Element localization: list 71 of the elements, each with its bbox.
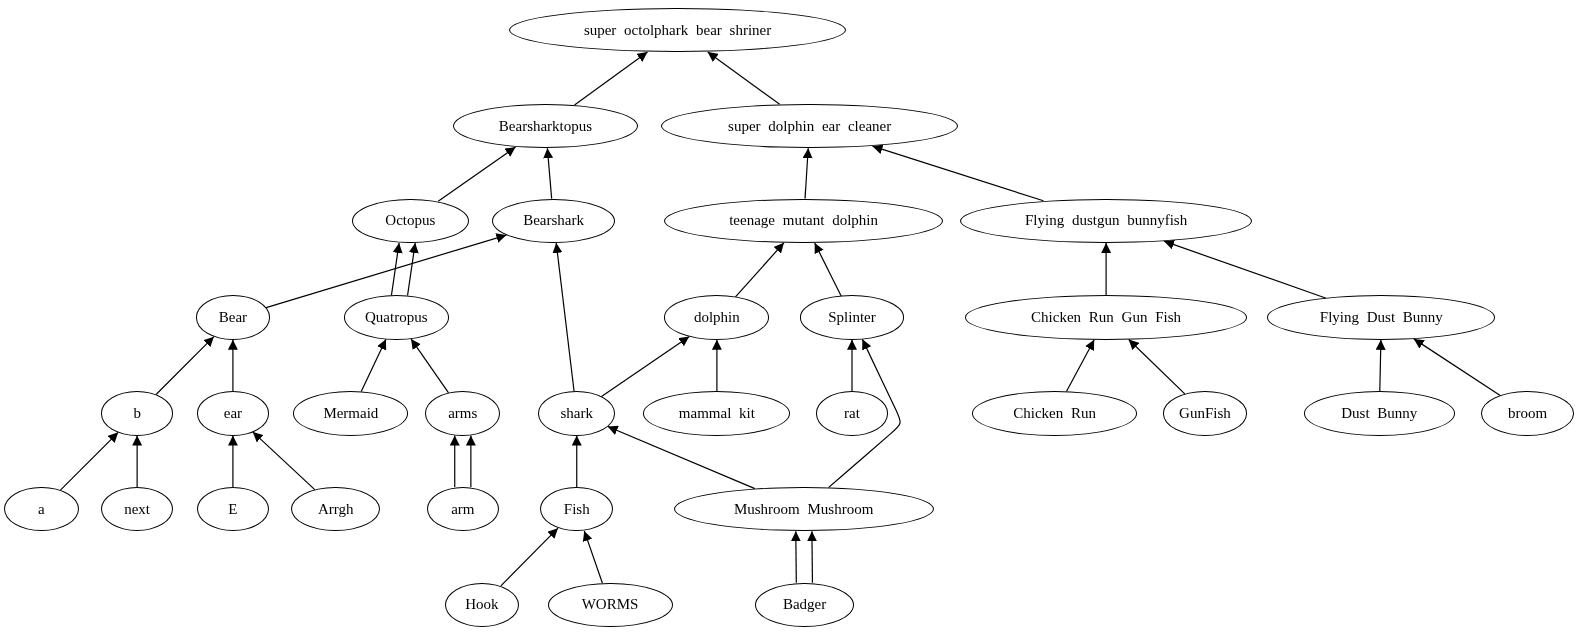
- node-label: Bearsharktopus: [498, 117, 593, 135]
- arrow: [1065, 339, 1095, 393]
- arrow: [807, 530, 817, 584]
- arrow: [227, 339, 238, 392]
- arrow: [449, 434, 460, 488]
- node-label: Flying Dust Bunny: [1319, 309, 1443, 327]
- node-label: E: [228, 500, 238, 518]
- arrow: [814, 242, 842, 297]
- node-label: Bearshark: [523, 212, 584, 230]
- node-label: Chicken Run Gun Fish: [1031, 309, 1182, 327]
- arrow: [573, 51, 649, 106]
- arrow: [571, 434, 582, 488]
- node-label: rat: [844, 404, 860, 422]
- node-label: Splinter: [828, 309, 876, 327]
- arrow: [1128, 338, 1186, 395]
- node-label: super dolphin ear cleaner: [728, 117, 892, 135]
- arrow: [252, 431, 316, 491]
- node-label: WORMS: [581, 596, 639, 614]
- arrow: [552, 242, 575, 392]
- arrow: [227, 434, 238, 488]
- arrow: [1101, 242, 1112, 297]
- arrow: [265, 233, 507, 309]
- arrow: [406, 242, 419, 297]
- node-label: teenage mutant dolphin: [729, 212, 878, 230]
- node-label: arms: [448, 404, 478, 422]
- arrow: [543, 147, 554, 200]
- node-label: Dust Bunny: [1341, 404, 1418, 422]
- arrow: [155, 336, 215, 396]
- arrow: [847, 339, 857, 392]
- arrow: [828, 338, 901, 489]
- node-label: Octopus: [385, 212, 436, 230]
- arrow: [132, 434, 143, 488]
- node-label: arm: [451, 500, 475, 518]
- arrow: [1375, 339, 1386, 392]
- node-label: a: [38, 500, 45, 518]
- node-label: shark: [560, 404, 593, 422]
- arrow: [600, 335, 690, 398]
- arrow: [500, 527, 559, 587]
- node-label: mammal kit: [678, 404, 755, 422]
- node-label: Chicken Run: [1013, 404, 1097, 422]
- node-label: Fish: [563, 500, 590, 518]
- arrow: [1163, 239, 1327, 299]
- node-label: Flying dustgun bunnyfish: [1025, 212, 1188, 230]
- ellipse-node: [815, 391, 889, 436]
- node-label: next: [124, 500, 151, 518]
- node-label: Mushroom Mushroom: [733, 500, 874, 518]
- ellipse-node: [538, 391, 616, 436]
- arrow: [437, 146, 517, 202]
- arrow: [802, 147, 813, 200]
- node-label: broom: [1507, 404, 1548, 422]
- arrow: [711, 339, 722, 392]
- node-label: dolphin: [693, 309, 740, 327]
- node-label: GunFish: [1179, 404, 1231, 422]
- arrow: [59, 431, 119, 491]
- arrow: [582, 530, 603, 584]
- arrow: [360, 338, 387, 393]
- node-label: Mermaid: [323, 404, 379, 422]
- node-label: super octolphark bear shriner: [583, 21, 772, 39]
- node-label: Hook: [465, 596, 499, 614]
- ellipse-node: [195, 295, 271, 340]
- arrow: [1413, 338, 1501, 397]
- node-label: Badger: [782, 596, 827, 614]
- node-label: b: [133, 404, 141, 422]
- node-label: Quatropus: [365, 309, 428, 327]
- arrow: [390, 242, 403, 297]
- arrow: [790, 530, 801, 584]
- arrow: [465, 434, 476, 488]
- node-label: Arrgh: [317, 500, 354, 518]
- arrow: [707, 51, 781, 105]
- node-label: Bear: [218, 309, 248, 327]
- node-label: ear: [223, 404, 243, 422]
